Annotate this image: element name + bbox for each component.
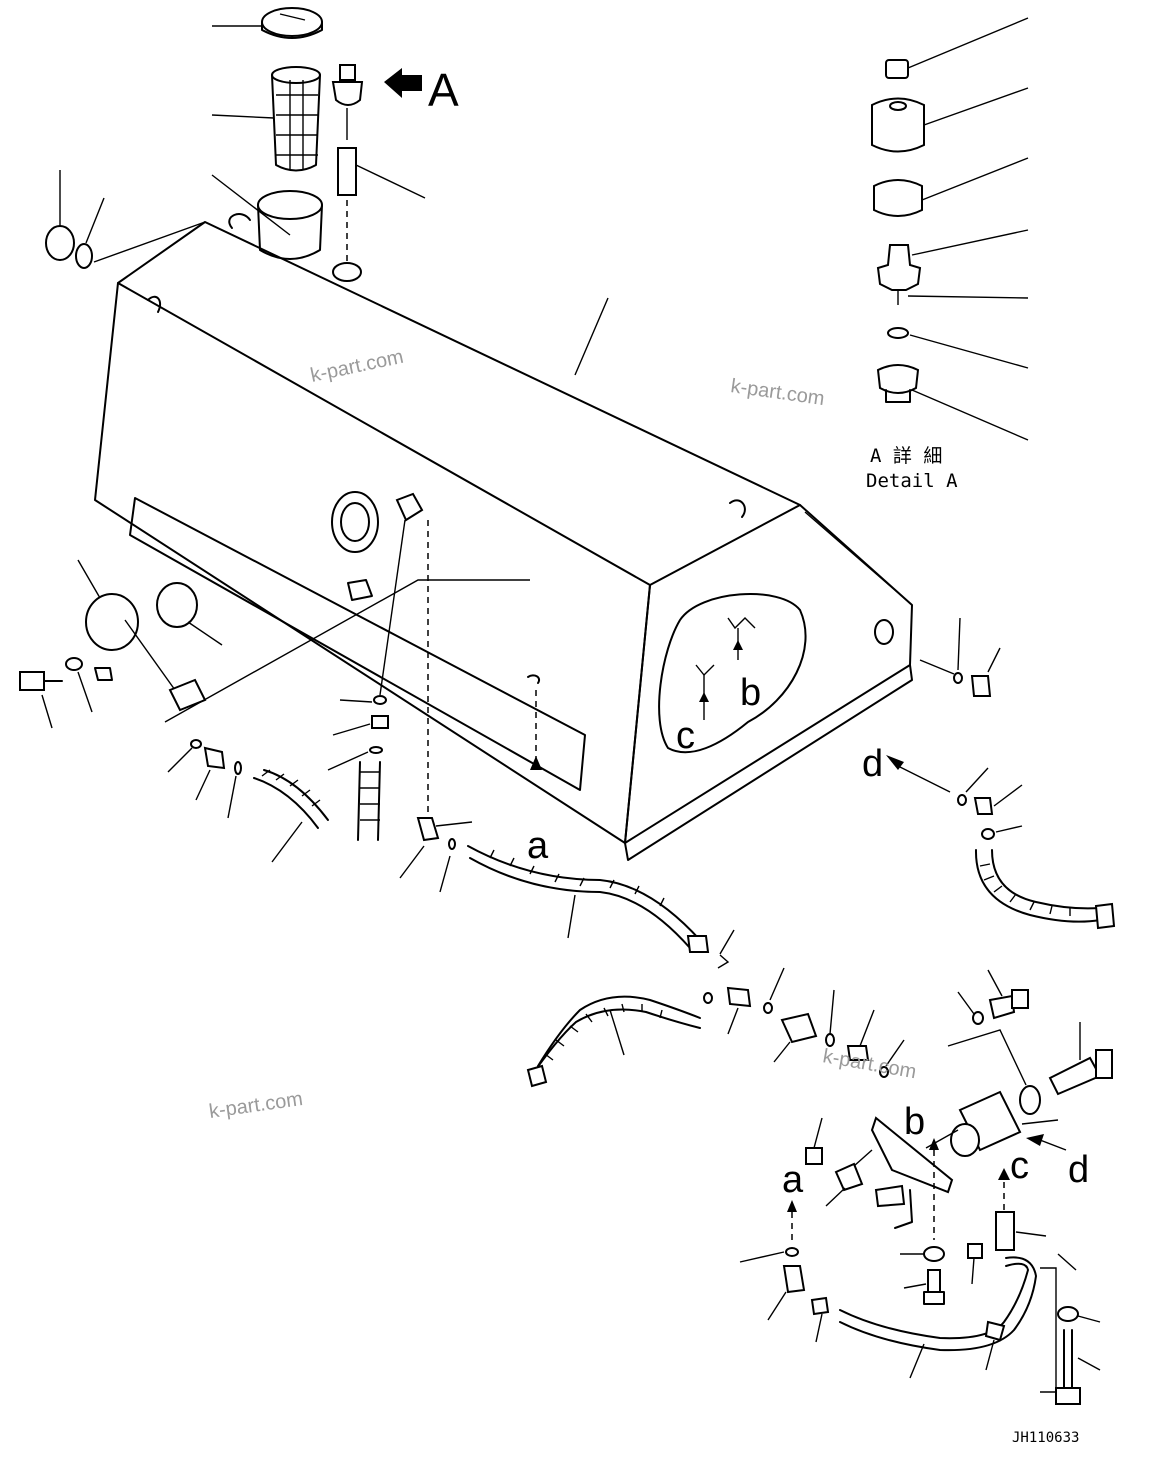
detail-caption-en: Detail A bbox=[866, 470, 958, 492]
drawing-code: JH110633 bbox=[1012, 1430, 1079, 1446]
plug-left bbox=[45, 170, 206, 269]
callout-main-label: A bbox=[428, 64, 459, 116]
watermark-2: k-part.com bbox=[729, 375, 826, 410]
filler-cap-group bbox=[212, 7, 323, 39]
drain-valve-group: b d c bbox=[805, 969, 1113, 1251]
internal-connection-arrows: b c bbox=[676, 617, 761, 757]
connection-label-c-inner: c bbox=[676, 715, 695, 757]
detail-a-group: A 詳 細 Detail A bbox=[866, 17, 1029, 492]
connection-label-d-upper: d bbox=[862, 743, 883, 785]
watermark-3: k-part.com bbox=[208, 1088, 305, 1123]
sender-unit-a: A bbox=[331, 64, 459, 282]
watermark-1: k-part.com bbox=[308, 346, 405, 387]
strainer-group bbox=[211, 66, 321, 236]
connection-label-a-lower: a bbox=[782, 1159, 804, 1201]
connection-label-c-lower: c bbox=[1010, 1145, 1029, 1187]
watermark-4: k-part.com bbox=[821, 1045, 918, 1083]
connection-label-a: a bbox=[527, 825, 549, 867]
vertical-hose-group bbox=[327, 519, 406, 841]
connection-label-b-inner: b bbox=[740, 672, 761, 714]
right-hose-group: d bbox=[862, 617, 1116, 930]
left-hose-group bbox=[167, 739, 329, 863]
bottom-fittings-group: a bbox=[739, 1159, 1101, 1405]
fuel-tank bbox=[94, 190, 913, 861]
lower-hose-group bbox=[526, 929, 905, 1088]
center-hose-group: a bbox=[399, 520, 701, 949]
float-gauge-group bbox=[19, 559, 530, 729]
detail-caption-jp: A 詳 細 bbox=[870, 445, 942, 467]
connection-label-d-lower: d bbox=[1068, 1149, 1089, 1191]
connection-label-b-lower: b bbox=[904, 1101, 925, 1143]
